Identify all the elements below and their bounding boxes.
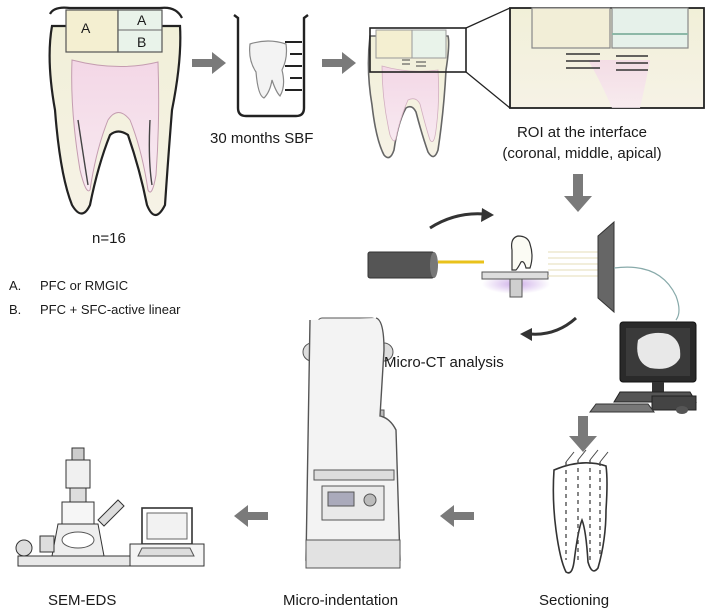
roi-label-line2: (coronal, middle, apical): [502, 145, 662, 162]
roi-box-small: [369, 27, 467, 73]
beaker-icon: [233, 14, 309, 118]
detector-panel: [597, 220, 615, 314]
micro-indentation-label: Micro-indentation: [283, 592, 399, 609]
roi-label: ROI at the interface (coronal, middle, a…: [470, 124, 694, 162]
xray-source: [367, 251, 435, 279]
arrow-to-sbf: [192, 52, 226, 74]
crown-restoration-ab: [117, 9, 163, 53]
legend-text-a: PFC or RMGIC: [40, 278, 129, 293]
sem-eds-label: SEM-EDS: [48, 592, 117, 609]
legend-key-b: B.: [9, 302, 22, 317]
arrow-to-micro-indentation: [440, 505, 474, 527]
micro-ct-setup: [367, 208, 680, 341]
roi-label-line1: ROI at the interface: [516, 124, 648, 141]
storage-label: 30 months SBF: [210, 130, 314, 147]
sample-count: n=16: [92, 230, 126, 247]
tooth-large: [48, 6, 183, 217]
legend-key-a: A.: [9, 278, 22, 293]
tooth-small: [367, 27, 467, 159]
computer-icon: [589, 321, 697, 414]
sectioning-label: Sectioning: [539, 592, 610, 609]
arrow-to-roi: [322, 52, 356, 74]
crown-label-b: B: [137, 34, 147, 50]
legend-text-b: PFC + SFC-active linear: [40, 302, 181, 317]
crown-label-a: A: [81, 20, 91, 36]
micro-ct-label: Micro-CT analysis: [384, 354, 504, 371]
crown-restoration-a: [65, 9, 119, 53]
arrow-to-sem-eds: [234, 505, 268, 527]
roi-zoom-panel: [509, 7, 705, 109]
microhardness-tester: [302, 317, 401, 569]
sectioned-tooth: [552, 449, 609, 574]
sem-eds-instrument: [15, 447, 205, 567]
arrow-to-sectioning: [569, 416, 597, 452]
arrow-to-micro-ct: [564, 174, 592, 212]
crown-label-a-right: A: [137, 12, 147, 28]
